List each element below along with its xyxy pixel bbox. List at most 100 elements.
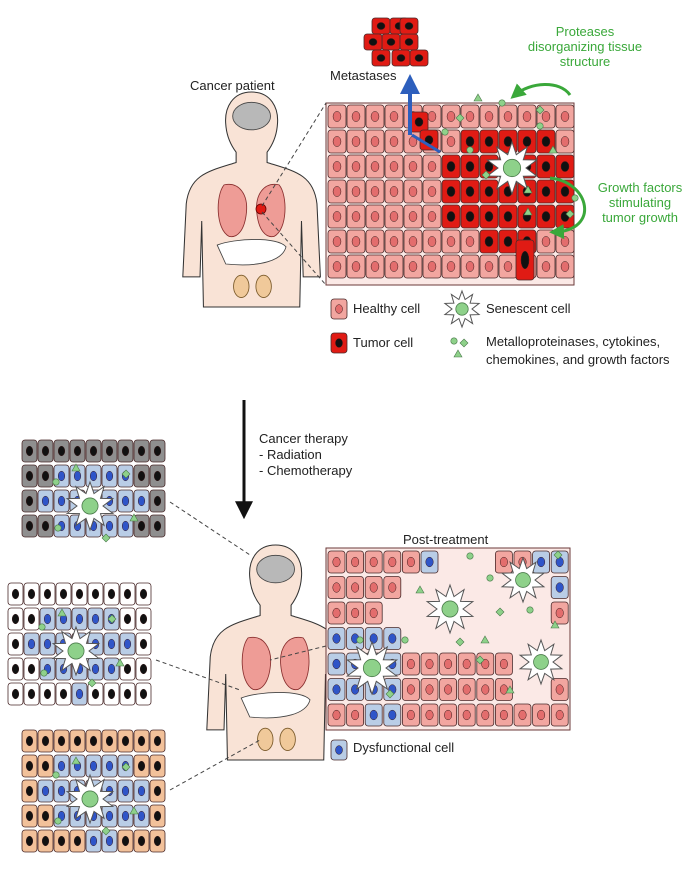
cell-nucleus xyxy=(89,760,98,772)
factor-circle xyxy=(356,636,364,644)
cell-nucleus xyxy=(465,186,475,197)
cell-nucleus xyxy=(376,22,386,30)
cell-nucleus xyxy=(351,236,361,247)
cell-nucleus xyxy=(465,111,475,122)
cell-nucleus xyxy=(408,261,418,272)
cell-nucleus xyxy=(59,588,68,600)
cell-nucleus xyxy=(73,735,82,747)
panel-gray-tissue xyxy=(21,439,166,543)
zoom-line-orange xyxy=(169,739,261,791)
panel-orange-tissue xyxy=(21,729,166,853)
factor-circle xyxy=(466,552,474,560)
cell-nucleus xyxy=(484,111,494,122)
cell-nucleus xyxy=(11,588,20,600)
tumor-marker xyxy=(255,203,267,215)
cell-nucleus xyxy=(41,470,50,482)
senescent-nucleus xyxy=(502,158,522,178)
cell-nucleus xyxy=(465,211,475,222)
cell-nucleus xyxy=(499,709,508,721)
cell-nucleus xyxy=(332,633,341,644)
growth-line-2: stimulating xyxy=(608,195,672,210)
cell-nucleus xyxy=(27,613,36,625)
cell-nucleus xyxy=(522,111,532,122)
cell-nucleus xyxy=(139,638,148,650)
cell-nucleus xyxy=(332,556,341,568)
cell-nucleus xyxy=(153,760,162,772)
cell-nucleus xyxy=(25,520,34,532)
cell-nucleus xyxy=(370,111,380,122)
cell-nucleus xyxy=(123,613,132,625)
cell-nucleus xyxy=(465,261,475,272)
cell-nucleus xyxy=(408,161,418,172)
zoom-line-top-2 xyxy=(261,211,327,286)
cell-nucleus xyxy=(59,688,68,700)
legend-tumor-label: Tumor cell xyxy=(353,335,414,350)
cell-nucleus xyxy=(107,688,116,700)
cell-nucleus xyxy=(541,161,551,172)
factor-circle xyxy=(571,194,579,202)
proteases-line-3: structure xyxy=(559,54,611,69)
cell-nucleus xyxy=(389,211,399,222)
cell-nucleus xyxy=(541,111,551,122)
post-treatment-tissue xyxy=(325,547,571,731)
brain xyxy=(232,101,271,131)
cell-nucleus xyxy=(137,810,146,822)
cell-nucleus xyxy=(73,445,82,457)
cell-nucleus xyxy=(91,613,100,625)
cell-nucleus xyxy=(57,470,66,482)
cell-nucleus xyxy=(91,688,100,700)
cell-nucleus xyxy=(484,186,494,197)
factor-diamond xyxy=(535,105,545,115)
left-kidney xyxy=(233,274,250,298)
cell-nucleus xyxy=(27,688,36,700)
cell-nucleus xyxy=(404,38,414,46)
factor-diamond xyxy=(455,637,465,647)
cell-nucleus xyxy=(465,161,475,172)
senescent-nucleus xyxy=(441,600,459,618)
cell-nucleus xyxy=(121,835,130,847)
right-kidney xyxy=(255,274,272,298)
cell-nucleus xyxy=(137,835,146,847)
cell-nucleus xyxy=(89,835,98,847)
cell-nucleus xyxy=(503,211,513,222)
cell-nucleus xyxy=(408,236,418,247)
factor-triangle xyxy=(548,145,558,154)
cell-nucleus xyxy=(153,470,162,482)
cell-nucleus xyxy=(73,835,82,847)
metastases-label: Metastases xyxy=(330,68,397,83)
zoom-line-post xyxy=(269,645,327,661)
cell-nucleus xyxy=(376,54,386,62)
factor-diamond xyxy=(475,655,485,665)
cell-nucleus xyxy=(27,663,36,675)
cell-nucleus xyxy=(137,735,146,747)
cell-nucleus xyxy=(91,663,100,675)
cell-nucleus xyxy=(446,111,456,122)
factor-diamond xyxy=(121,469,131,479)
cell-nucleus xyxy=(389,111,399,122)
cell-nucleus xyxy=(105,470,114,482)
cell-nucleus xyxy=(25,445,34,457)
cell-nucleus xyxy=(43,613,52,625)
cell-nucleus xyxy=(121,520,130,532)
factor-triangle xyxy=(115,658,125,667)
cell-nucleus xyxy=(105,735,114,747)
cell-nucleus xyxy=(351,211,361,222)
cell-nucleus xyxy=(57,760,66,772)
cell-nucleus xyxy=(503,236,513,247)
cell-nucleus xyxy=(123,663,132,675)
cell-nucleus xyxy=(335,338,343,348)
factor-triangle xyxy=(71,463,81,472)
cell-nucleus xyxy=(332,136,342,147)
left-lung xyxy=(217,183,248,238)
cell-nucleus xyxy=(41,495,50,507)
metastasis-arrow-tail xyxy=(411,133,441,154)
cell-nucleus xyxy=(121,735,130,747)
cell-nucleus xyxy=(351,261,361,272)
right-lung xyxy=(280,636,310,691)
cell-nucleus xyxy=(91,588,100,600)
cell-nucleus xyxy=(406,684,415,695)
cell-nucleus xyxy=(105,760,114,772)
factor-diamond xyxy=(565,209,575,219)
